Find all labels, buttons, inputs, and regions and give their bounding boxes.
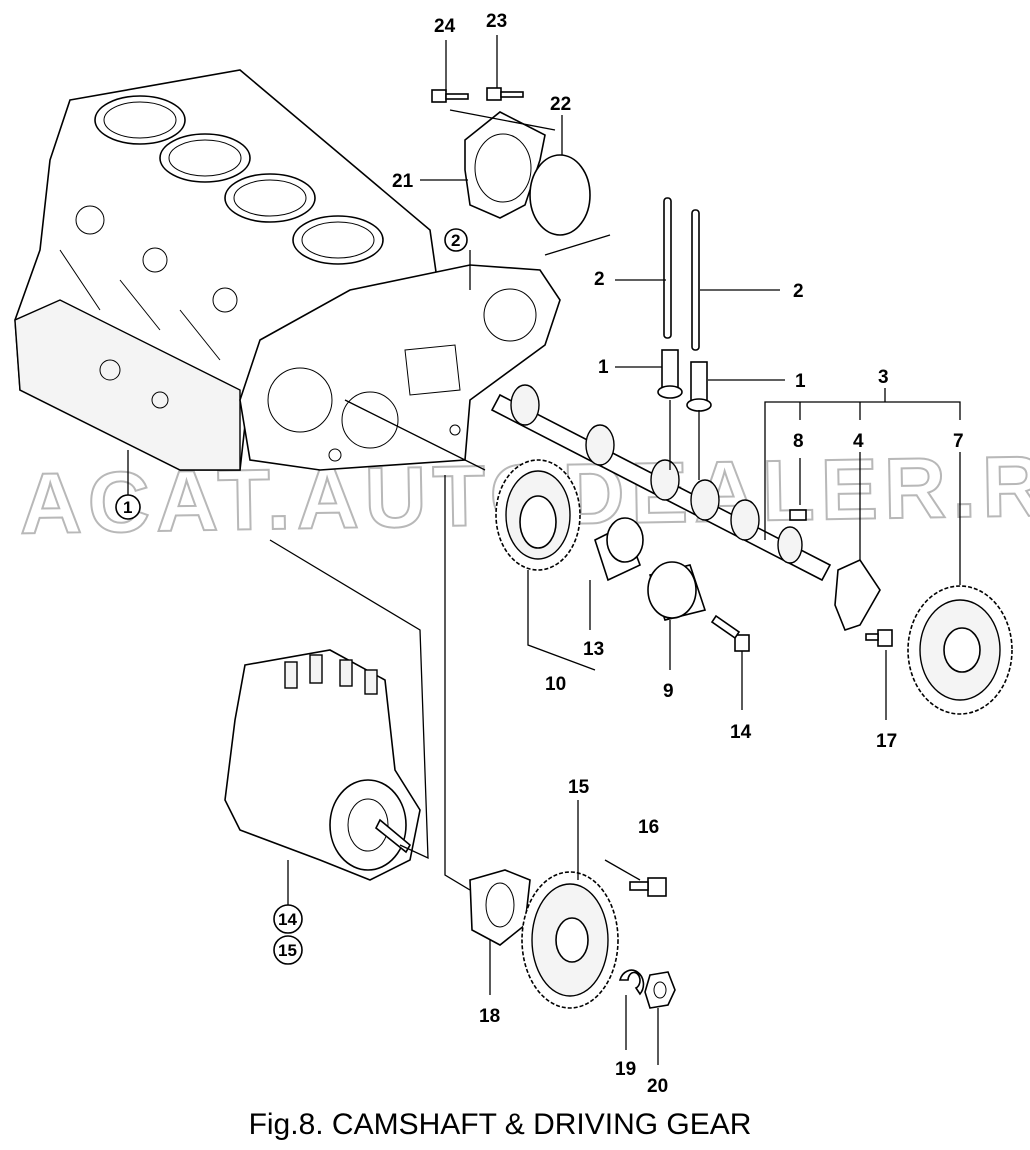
callout-9: 9 <box>663 681 674 702</box>
circled-callout-14-ring <box>273 904 303 934</box>
callout-21: 21 <box>392 171 414 192</box>
bolt-23 <box>486 87 524 101</box>
bolt-24 <box>431 89 469 103</box>
callout-labels: 24 23 22 21 2 2 1 1 3 8 4 7 13 10 9 14 1… <box>392 11 964 1097</box>
circled-callout-2-ring <box>444 228 468 252</box>
figure-caption: Fig.8. CAMSHAFT & DRIVING GEAR <box>248 1108 752 1141</box>
cover-plate <box>464 111 546 219</box>
tappets <box>657 349 712 412</box>
lock-washer <box>618 969 645 996</box>
callout-14: 14 <box>730 722 752 743</box>
callout-10: 10 <box>545 674 566 695</box>
cam-gear <box>907 585 1013 715</box>
circled-callout-14: 14 <box>278 910 297 929</box>
callout-7: 7 <box>953 431 964 452</box>
circled-callout-1: 1 <box>123 498 132 517</box>
push-rods <box>663 197 700 351</box>
callout-17: 17 <box>876 731 897 752</box>
callout-3: 3 <box>878 367 889 388</box>
key <box>789 509 807 521</box>
callout-15: 15 <box>568 777 590 798</box>
thrust-plate <box>834 558 881 631</box>
callout-2-top: 2 <box>594 269 605 290</box>
bushing <box>594 517 644 582</box>
circled-callout-15: 15 <box>278 941 297 960</box>
callout-1-left: 1 <box>598 357 609 378</box>
camshaft <box>490 384 832 582</box>
callout-20: 20 <box>647 1076 668 1097</box>
circled-callout-1-ring <box>115 494 141 520</box>
gear-case-plate <box>239 264 561 471</box>
leader-lines <box>127 35 961 1065</box>
callout-8: 8 <box>793 431 804 452</box>
callout-23: 23 <box>486 11 507 32</box>
callout-2-right: 2 <box>793 281 804 302</box>
pump-flange <box>469 869 531 946</box>
callout-19: 19 <box>615 1059 636 1080</box>
bolt-16 <box>629 877 667 897</box>
fuel-injection-pump <box>224 649 421 881</box>
idler-gear <box>495 459 581 571</box>
o-ring-gasket <box>529 154 591 236</box>
callout-4: 4 <box>853 431 864 452</box>
callout-24: 24 <box>434 16 456 37</box>
circled-callouts: 2 1 14 15 <box>115 228 468 965</box>
bolt-14 <box>710 614 750 652</box>
cylinder-block <box>14 69 441 471</box>
callout-18: 18 <box>479 1006 500 1027</box>
circled-callout-2: 2 <box>451 231 460 250</box>
fuel-pump-gear <box>521 871 619 1009</box>
callout-13: 13 <box>583 639 604 660</box>
idler-shaft <box>647 561 707 621</box>
bolt-17 <box>865 629 893 647</box>
callout-22: 22 <box>550 94 571 115</box>
circled-callout-15-ring <box>273 935 303 965</box>
callout-1-right: 1 <box>795 371 806 392</box>
callout-16: 16 <box>638 817 659 838</box>
hex-nut <box>644 971 676 1009</box>
